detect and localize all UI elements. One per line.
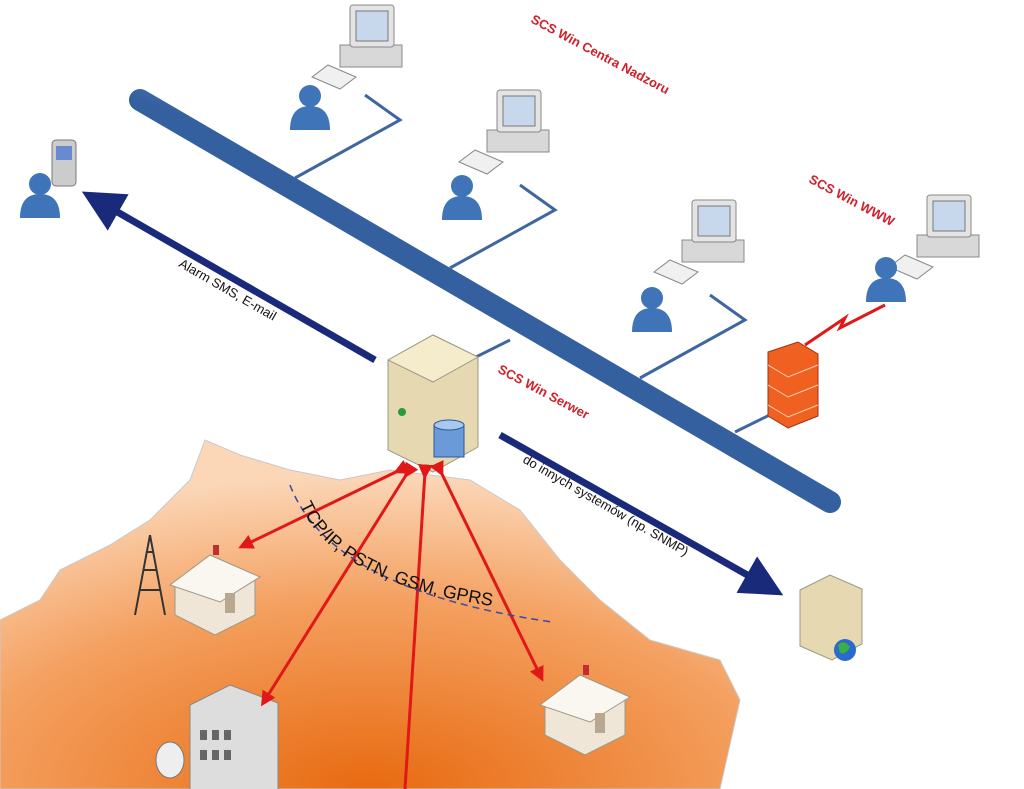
tower-icon <box>134 534 166 616</box>
network-backbone <box>129 89 841 513</box>
map-region <box>0 439 741 789</box>
mobile-user-icon <box>20 139 77 218</box>
building-icon <box>155 684 279 789</box>
connection-arrows <box>238 459 544 789</box>
label-www: SCS Win WWW <box>807 171 898 229</box>
label-central: SCS Win Centra Nadzoru <box>529 11 672 97</box>
label-alarm: Alarm SMS, E-mail <box>177 256 280 324</box>
web-server-icon <box>799 574 863 661</box>
other-systems-arrow <box>498 431 784 596</box>
workstation-2 <box>442 89 550 220</box>
protocols-arc <box>289 484 553 623</box>
workstation-3 <box>632 199 745 332</box>
alarm-arrow <box>81 191 377 364</box>
firewall-icon <box>767 303 886 429</box>
label-server: SCS Win Serwer <box>496 361 592 422</box>
main-server-icon <box>386 334 480 473</box>
